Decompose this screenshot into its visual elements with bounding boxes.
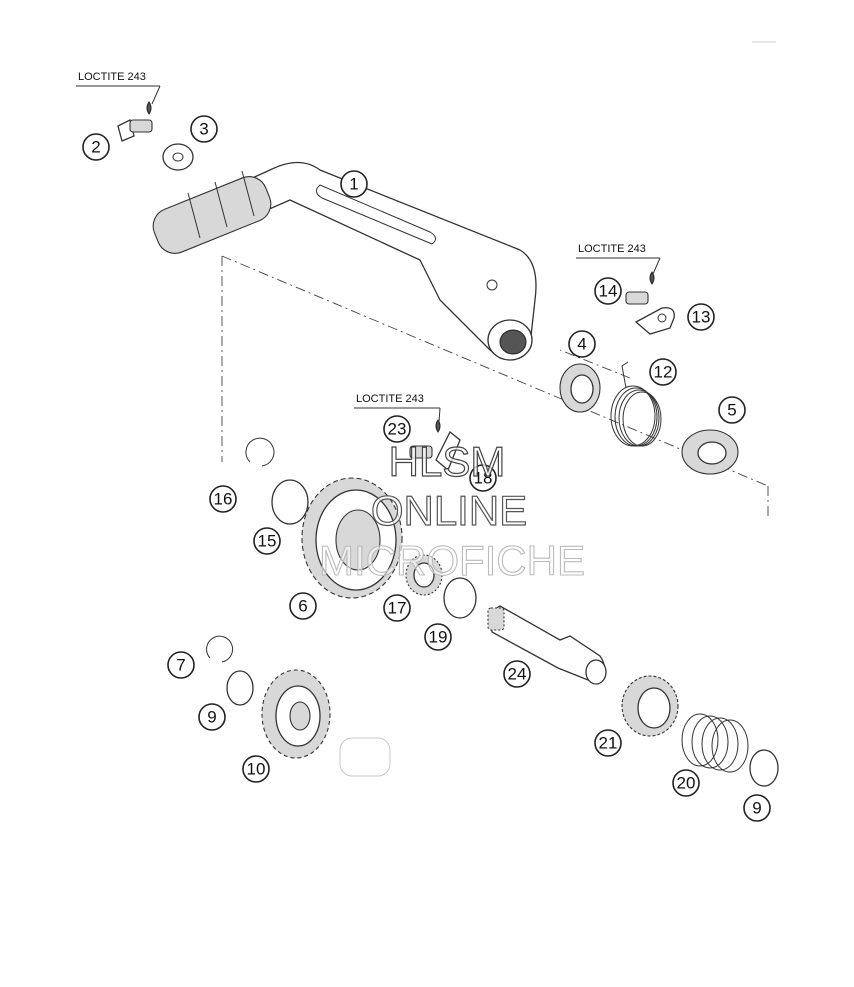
svg-text:9: 9 [752, 799, 761, 818]
callout-9-left: 9 [198, 703, 226, 731]
washer-4 [559, 363, 601, 413]
svg-text:16: 16 [214, 490, 233, 509]
svg-text:6: 6 [298, 597, 307, 616]
svg-text:17: 17 [388, 599, 407, 618]
svg-text:9: 9 [207, 708, 216, 727]
callout-20: 20 [672, 769, 700, 797]
svg-text:19: 19 [429, 628, 448, 647]
svg-text:20: 20 [677, 774, 696, 793]
watermark: HLSM ONLINE MICROFICHE [318, 437, 585, 584]
callout-1: 1 [340, 170, 368, 198]
callout-19: 19 [424, 623, 452, 651]
spring-20 [681, 713, 749, 773]
callout-21: 21 [594, 729, 622, 757]
bolt-23 [409, 419, 441, 459]
callout-6: 6 [289, 592, 317, 620]
callout-17: 17 [383, 594, 411, 622]
washer-9-left [226, 670, 254, 706]
callout-14: 14 [594, 277, 622, 305]
svg-text:5: 5 [727, 401, 736, 420]
watermark-line-3: MICROFICHE [319, 537, 585, 584]
kick-shaft-24 [487, 605, 607, 685]
callout-5: 5 [718, 396, 746, 424]
callout-4: 4 [568, 330, 596, 358]
loctite-label-1: LOCTITE 243 [76, 71, 161, 105]
stop-plate-18 [435, 430, 461, 472]
spring-retainer [634, 307, 675, 335]
callout-10: 10 [242, 755, 270, 783]
circlip-7 [206, 635, 234, 663]
callout-15: 15 [253, 527, 281, 555]
callout-7: 7 [167, 651, 195, 679]
callout-3: 3 [190, 115, 218, 143]
callout-2: 2 [82, 133, 110, 161]
callout-16: 16 [209, 485, 237, 513]
washer-3 [162, 143, 194, 171]
callout-9-right: 9 [743, 794, 771, 822]
countersunk-screw [117, 101, 153, 142]
svg-text:12: 12 [654, 363, 673, 382]
washer-5 [681, 429, 739, 475]
svg-text:4: 4 [577, 335, 586, 354]
svg-text:15: 15 [258, 532, 277, 551]
callout-18: 18 [469, 464, 497, 492]
svg-text:1: 1 [349, 175, 358, 194]
callout-24: 24 [503, 660, 531, 688]
loctite-label-3: LOCTITE 243 [354, 393, 441, 423]
bolt-14 [625, 271, 655, 305]
svg-text:23: 23 [388, 420, 407, 439]
watermark-line-2: ONLINE [371, 487, 527, 534]
washer-19 [443, 577, 477, 619]
alignment-lines [221, 255, 769, 518]
svg-text:7: 7 [176, 656, 185, 675]
svg-text:21: 21 [599, 734, 618, 753]
loctite-label-2: LOCTITE 243 [576, 243, 661, 275]
loctite-text-1: LOCTITE 243 [78, 71, 146, 83]
callout-12: 12 [649, 358, 677, 386]
callout-23: 23 [383, 415, 411, 443]
svg-text:3: 3 [199, 120, 208, 139]
svg-text:2: 2 [91, 138, 100, 157]
loctite-text-2: LOCTITE 243 [578, 243, 646, 255]
svg-text:14: 14 [599, 282, 618, 301]
ratchet-gear-21 [621, 675, 679, 737]
svg-text:10: 10 [247, 760, 266, 779]
kick-gear-6 [301, 477, 403, 599]
watermark-line-1: HLSM [389, 438, 506, 485]
bushing-faint [339, 737, 391, 777]
needle-bearing-17 [405, 554, 443, 596]
kick-starter-lever [152, 161, 537, 361]
svg-text:18: 18 [474, 469, 493, 488]
svg-text:24: 24 [508, 665, 527, 684]
loctite-text-3: LOCTITE 243 [356, 393, 424, 405]
idler-gear-10 [261, 669, 331, 759]
svg-text:13: 13 [692, 308, 711, 327]
washer-15 [271, 479, 309, 525]
circlip-16 [245, 437, 275, 467]
torsion-spring [610, 361, 662, 447]
callout-13: 13 [687, 303, 715, 331]
washer-9-right [749, 749, 779, 787]
